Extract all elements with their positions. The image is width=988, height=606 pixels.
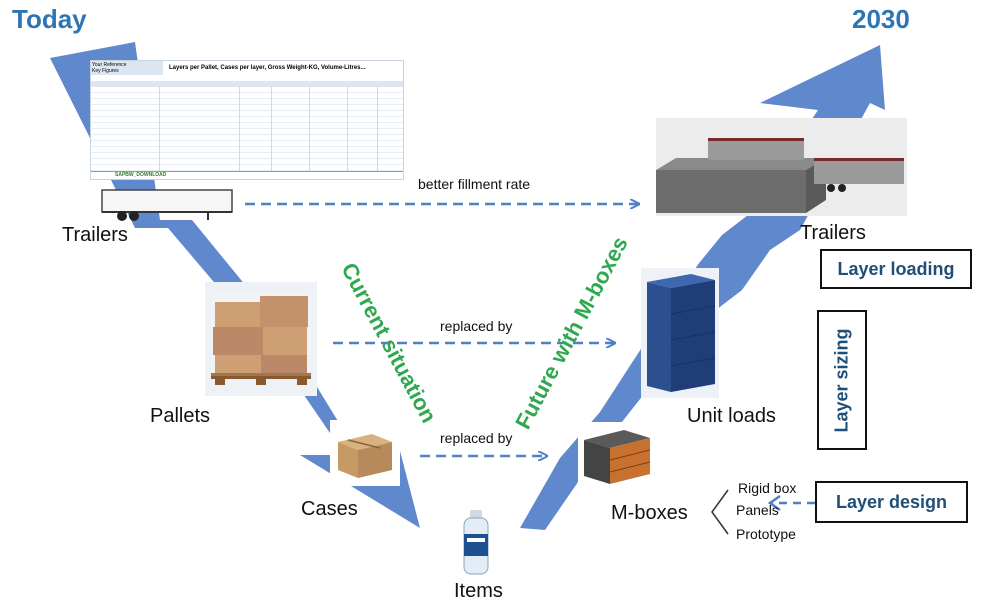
pallets-label: Pallets [150, 405, 211, 427]
trailers-left-label: Trailers [62, 224, 128, 246]
trailers-right-label: Trailers [800, 222, 866, 244]
layer-loading-box: Layer loading [820, 249, 972, 289]
mboxes-label: M-boxes [611, 502, 688, 524]
layer-design-box: Layer design [815, 481, 968, 523]
cases-label: Cases [301, 498, 358, 520]
trailer-left-image [101, 189, 233, 221]
replaced-by-lower-label: replaced by [440, 430, 513, 446]
unit-load-image [641, 268, 719, 398]
option-panels: Panels [736, 502, 779, 518]
items-label: Items [454, 580, 503, 602]
spreadsheet-tab: SAPBW_DOWNLOAD [91, 171, 403, 178]
option-prototype: Prototype [736, 526, 796, 542]
year-2030-title: 2030 [852, 4, 910, 34]
better-fillment-label: better fillment rate [418, 176, 531, 192]
option-rigid-box: Rigid box [738, 480, 797, 496]
spreadsheet-ref-label: Your Reference [92, 62, 127, 68]
options-bracket [711, 489, 729, 535]
shampoo-bottle-image [463, 510, 489, 575]
case-box-image [330, 420, 400, 486]
trailers-right-image [656, 118, 907, 216]
layer-sizing-box: Layer sizing [817, 310, 867, 450]
pallet-image [205, 282, 317, 396]
spreadsheet-image: Your Reference Key Figures Layers per Pa… [90, 60, 404, 180]
spreadsheet-key-label: Key Figures [92, 68, 119, 74]
spreadsheet-header: Layers per Pallet, Cases per layer, Gros… [169, 65, 366, 71]
today-title: Today [12, 4, 87, 34]
mbox-image [578, 422, 654, 490]
unit-loads-label: Unit loads [687, 405, 776, 427]
layer-sizing-text: Layer sizing [831, 327, 852, 433]
replaced-by-middle-label: replaced by [440, 318, 513, 334]
